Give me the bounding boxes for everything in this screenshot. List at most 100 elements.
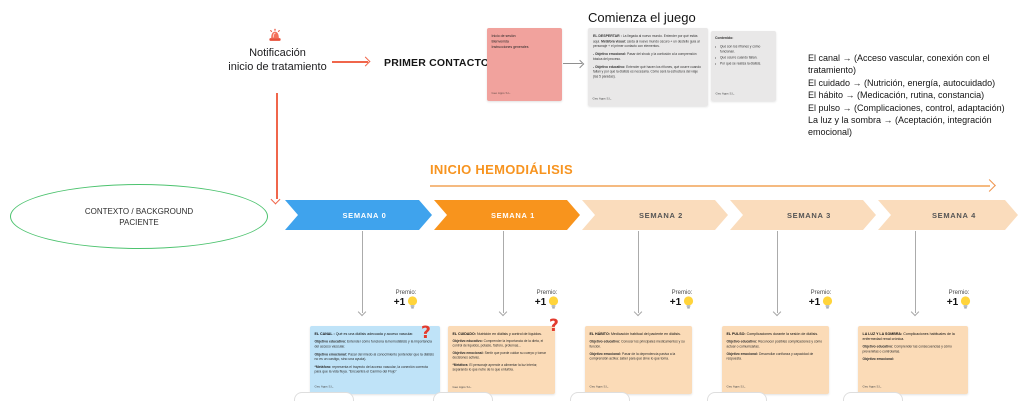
card-paragraph: - Objetivo emocional:Pasar del shock y l…: [593, 52, 703, 62]
card-text: representa el trayecto del acceso vascul…: [314, 365, 428, 374]
card-bold-text: *Metáfora:: [314, 365, 332, 369]
premio-label: Premio:: [395, 290, 417, 296]
session-line: Bienvenida: [491, 40, 509, 44]
card-text: Sentir que puede cuidar su cuerpo y toma…: [452, 351, 546, 360]
phase-card-el-habito[interactable]: EL HÁBITO:Medicación habitual del pacien…: [585, 326, 692, 394]
chevron-semana-2[interactable]: SEMANA 2: [582, 200, 728, 230]
arrow-red-down-head: [270, 194, 281, 205]
card-title-text: EL HÁBITO:: [589, 331, 610, 337]
premio-value: +1: [534, 297, 547, 308]
card-footer: Geo Apps S.L.: [589, 385, 609, 389]
timeline-title: INICIO HEMODIÁLISIS: [430, 162, 573, 177]
primer-contacto-label: PRIMER CONTACTO: [384, 57, 490, 69]
chevron-semana-3[interactable]: SEMANA 3: [730, 200, 876, 230]
arrow-red-right-head: [360, 56, 371, 67]
card-text: Complicaciones durante la sesión de diál…: [746, 331, 819, 337]
cutoff-shape: [570, 392, 630, 401]
chevron-semana-1[interactable]: SEMANA 1: [434, 200, 580, 230]
card-bold-text: *Metáfora:: [452, 363, 469, 367]
connector-line: [362, 231, 363, 313]
card-bold-text: Objetivo emocional:: [862, 357, 895, 362]
card-footer: Geo Apps S.L.: [592, 97, 612, 101]
card-text: Pasar de la dependencia pasiva a la comp…: [589, 352, 676, 361]
legend-line: El pulso → (Complicaciones, control, ada…: [808, 102, 1005, 113]
card-text: Comprender las consecuencias y cómo prev…: [862, 345, 952, 354]
card-paragraph: - Objetivo educativo:Entender qué hacen …: [593, 65, 703, 80]
card-bullet: Qué son los riñones y cómo funcionan.: [720, 44, 772, 54]
chevron-semana-4[interactable]: SEMANA 4: [878, 200, 1018, 230]
legend-line: La luz y la sombra → (Aceptación, integr…: [808, 115, 992, 138]
connector-arrow-head: [633, 307, 643, 317]
cutoff-shape: [843, 392, 903, 401]
card-bold-text: Objetivo educativo:: [452, 339, 483, 343]
card-text: Desarrollar confianza y capacidad de res…: [726, 352, 814, 361]
lightbulb-icon: [408, 296, 418, 309]
premio-value: +1: [393, 297, 406, 308]
card-bold-text: Objetivo emocional:: [726, 352, 759, 356]
context-ellipse[interactable]: CONTEXTO / BACKGROUND PACIENTE: [10, 184, 268, 249]
despertar-card[interactable]: EL DESPERTAR :La llegada al nuevo mundo.…: [588, 28, 708, 106]
card-section: *Metáfora:El personaje aprende a aliment…: [453, 363, 551, 372]
connector-line: [915, 231, 916, 313]
context-line2: PACIENTE: [119, 217, 159, 227]
lightbulb-icon: [823, 296, 833, 309]
timeline-arrow: [430, 185, 990, 187]
lightbulb-icon: [549, 296, 559, 309]
arrow-gray: [563, 63, 582, 65]
card-section: Objetivo educativo:Reconocer posibles co…: [727, 340, 825, 349]
card-bold-text: - Objetivo emocional:: [593, 52, 627, 57]
phase-card-el-canal[interactable]: EL CANAL :Qué es una diálisis adecuada y…: [310, 326, 440, 394]
card-section: Objetivo emocional:Sentir que puede cuid…: [453, 351, 551, 360]
card-text: Nutrición en diálisis y control de líqui…: [477, 331, 542, 337]
card-title-text: EL PULSO:: [726, 331, 746, 337]
card-text: caída al nuevo mundo oscuro + un destell…: [593, 39, 700, 49]
card-text: Pasar del miedo al conocimiento (entende…: [314, 352, 434, 362]
lightbulb-icon: [684, 296, 694, 309]
phase-card-el-cuidado[interactable]: EL CUIDADO:Nutrición en diálisis y contr…: [448, 326, 555, 394]
legend-text: El canal → (Acceso vascular, conexión co…: [808, 52, 1022, 139]
legend-line: El cuidado → (Nutrición, energía, autocu…: [808, 77, 996, 88]
legend-line: El canal → (Acceso vascular, conexión co…: [808, 53, 990, 76]
card-section: Objetivo educativo:Conocer los principal…: [590, 340, 688, 349]
legend-line: El hábito → (Medicación, rutina, constan…: [808, 90, 985, 101]
card-text: Qué es una diálisis adecuada y acceso va…: [335, 331, 414, 337]
card-bold-text: Objetivo emocional:: [589, 352, 622, 356]
lightbulb-icon: [961, 296, 971, 309]
card-footer: Geo Apps S.L.: [314, 385, 334, 389]
premio-label: Premio:: [948, 290, 970, 296]
card-title-text: EL CUIDADO:: [452, 331, 477, 337]
card-section: *Metáfora:representa el trayecto del acc…: [315, 365, 436, 375]
card-title-text: Contenido:: [715, 36, 734, 41]
connector-arrow-head: [910, 307, 920, 317]
card-bold-text: - Objetivo educativo:: [593, 65, 626, 69]
card-title: EL CANAL :Qué es una diálisis adecuada y…: [315, 332, 436, 337]
phase-card-el-pulso[interactable]: EL PULSO:Complicaciones durante la sesió…: [722, 326, 829, 394]
card-section: Objetivo emocional:Pasar de la dependenc…: [590, 352, 688, 361]
card-title: LA LUZ Y LA SOMBRA:Complicaciones habitu…: [863, 332, 964, 342]
card-bold-text: Objetivo emocional:: [452, 351, 484, 355]
arrow-red-down: [276, 93, 278, 199]
card-bold-text: Objetivo educativo:: [314, 340, 347, 344]
card-text: El personaje aprende a alimentar la luz …: [452, 363, 538, 372]
card-section: Objetivo educativo:Comprender la importa…: [453, 339, 551, 348]
session-sticky-note[interactable]: Inicio de sesión Bienvenida Instruccione…: [487, 28, 562, 101]
premio-value: +1: [669, 297, 682, 308]
card-title: EL PULSO:Complicaciones durante la sesió…: [727, 332, 825, 337]
contenido-card[interactable]: Contenido: Qué son los riñones y cómo fu…: [711, 31, 776, 101]
chevron-semana-0[interactable]: SEMANA 0: [285, 200, 432, 230]
card-title: EL HÁBITO:Medicación habitual del pacien…: [590, 332, 688, 337]
connector-arrow-head: [772, 307, 782, 317]
cutoff-shape: [707, 392, 767, 401]
card-section: Objetivo emocional:Pasar del miedo al co…: [315, 352, 436, 362]
timeline-arrow-head: [983, 179, 996, 192]
card-footer: Geo Apps S.L.: [715, 92, 735, 96]
card-paragraph: EL DESPERTAR :La llegada al nuevo mundo.…: [593, 34, 703, 49]
connector-arrow-head: [357, 307, 367, 317]
card-text: Entender cómo funciona la hemodiálisis y…: [314, 340, 432, 349]
arrow-red-right: [332, 61, 368, 63]
card-text: Pasar del shock y la confusión a la comp…: [593, 52, 697, 61]
connector-line: [777, 231, 778, 313]
phase-card-la-luz-y-la-sombra[interactable]: LA LUZ Y LA SOMBRA:Complicaciones habitu…: [858, 326, 968, 394]
card-footer: Geo Apps S.L.: [452, 385, 472, 389]
